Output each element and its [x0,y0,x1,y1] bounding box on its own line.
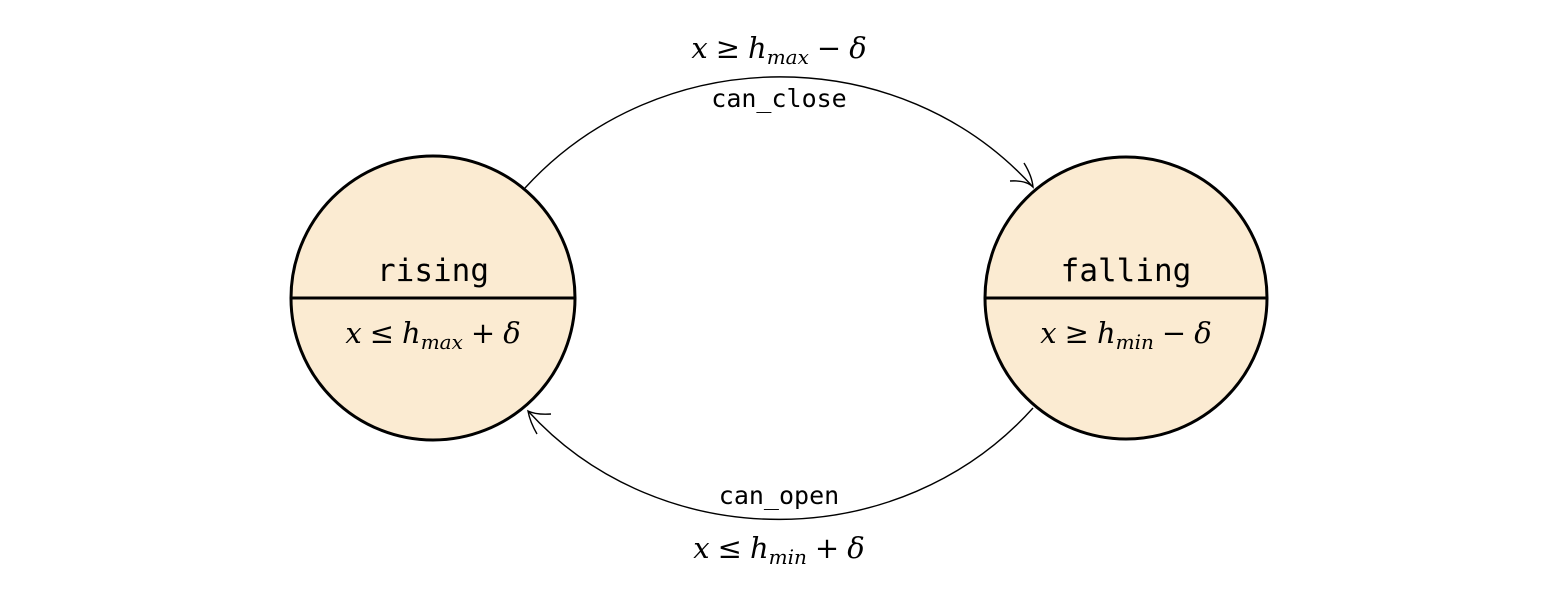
edge-falling-to-rising [527,407,1034,521]
state-rising-name: rising [377,253,489,289]
state-rising: rising x≤hmax+δ [289,154,577,442]
edge-rising-to-falling [524,76,1034,189]
arrowhead-to-falling [1009,162,1034,189]
state-falling-invariant: x≥hmin−δ [1040,316,1211,354]
state-rising-invariant: x≤hmax+δ [345,316,520,354]
edge-top-action: can_close [711,84,846,113]
arrowhead-to-rising [527,409,552,435]
state-falling: falling x≥hmin−δ [983,155,1269,441]
edge-bottom-guard: x≤hmin+δ [693,531,864,569]
state-falling-name: falling [1061,253,1192,289]
edge-top-guard: x≥hmax−δ [691,31,866,69]
edge-bottom-action: can_open [719,481,839,510]
